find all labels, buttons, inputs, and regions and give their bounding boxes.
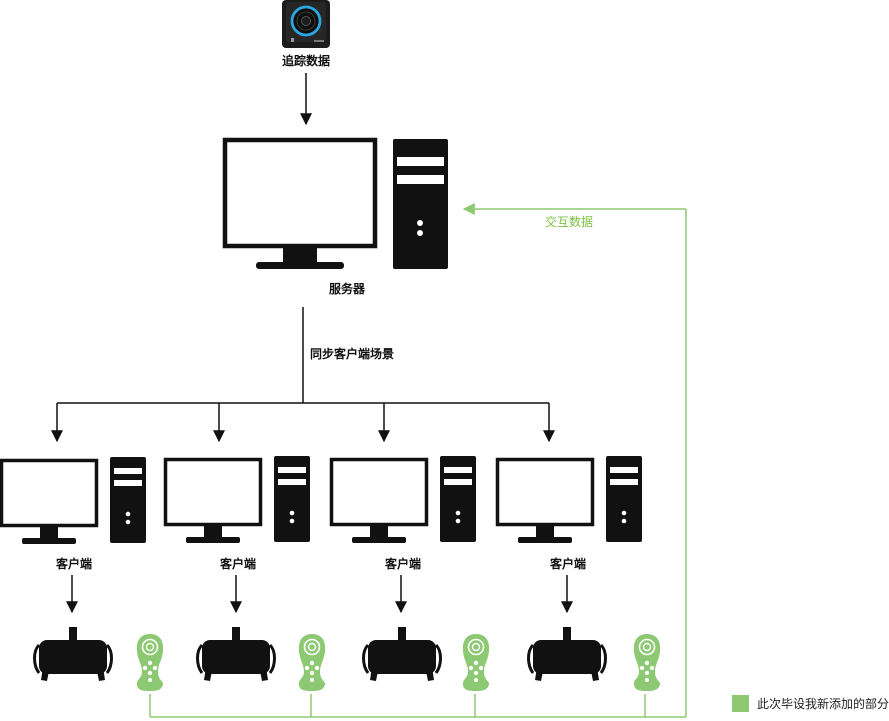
- tracking-camera-icon: [282, 0, 330, 48]
- sync-label: 同步客户端场景: [310, 346, 394, 361]
- vr-headset-icon: [196, 625, 276, 683]
- client-label: 客户端: [549, 556, 586, 571]
- client-computer-icon: [495, 454, 644, 545]
- client-computer-icon: [163, 454, 312, 545]
- sync-connector: [51, 307, 555, 443]
- server-computer: [222, 137, 448, 269]
- client-computer-icon: [0, 455, 148, 546]
- legend: 此次毕设我新添加的部分: [732, 695, 889, 712]
- vr-controller-icon: [633, 633, 661, 692]
- client-label: 客户端: [55, 556, 92, 571]
- vr-controller-icon: [298, 633, 326, 692]
- vr-headset-icon: [362, 625, 442, 683]
- client-1: 客户端: [0, 455, 164, 692]
- client-3: 客户端: [329, 454, 490, 692]
- legend-text: 此次毕设我新添加的部分: [757, 696, 889, 711]
- server-label: 服务器: [329, 281, 366, 296]
- client-2: 客户端: [163, 454, 326, 692]
- client-4: 客户端: [495, 454, 661, 692]
- client-computer-icon: [329, 454, 478, 545]
- client-label: 客户端: [384, 556, 421, 571]
- interaction-label: 交互数据: [545, 214, 593, 229]
- vr-controller-icon: [136, 633, 164, 692]
- server-tower-icon: [393, 139, 448, 269]
- tracker-label: 追踪数据: [282, 53, 330, 68]
- server-monitor-icon: [222, 137, 378, 269]
- legend-swatch: [732, 695, 749, 712]
- interaction-feedback-line: [149, 203, 687, 718]
- vr-headset-icon: [33, 625, 113, 683]
- vr-controller-icon: [462, 633, 490, 692]
- vr-headset-icon: [527, 625, 607, 683]
- client-label: 客户端: [219, 556, 256, 571]
